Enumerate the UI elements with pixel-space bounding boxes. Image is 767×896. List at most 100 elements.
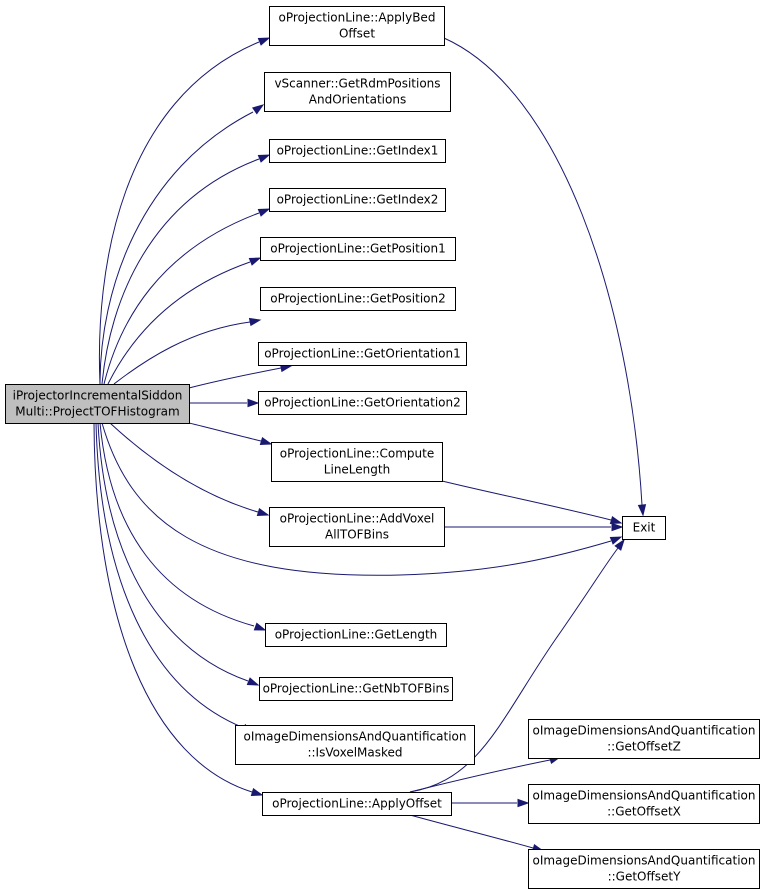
arrowhead-root-to-pos1 (248, 257, 262, 266)
node-masked[interactable]: oImageDimensionsAndQuantification::IsVox… (235, 725, 475, 765)
node-label: ::GetOffsetX (607, 805, 681, 819)
edge-root-to-idx2 (103, 212, 260, 385)
node-label: ::GetOffsetZ (607, 740, 681, 754)
node-box[interactable] (264, 72, 451, 112)
node-label: oProjectionLine::Compute (280, 447, 435, 461)
node-pos2[interactable]: oProjectionLine::GetPosition2 (260, 287, 456, 311)
arrowhead-root-to-exit (609, 536, 623, 545)
arrowhead-root-to-pos2 (248, 317, 262, 327)
arrowhead-root-to-addvox (256, 507, 270, 517)
arrowhead-root-to-complen (259, 436, 273, 446)
node-box[interactable] (260, 287, 456, 311)
node-label: oImageDimensionsAndQuantification (533, 854, 756, 868)
node-box[interactable] (258, 342, 467, 366)
node-label: oProjectionLine::GetPosition2 (270, 292, 446, 306)
arrowhead-root-to-nbtof (246, 677, 260, 686)
node-idx2[interactable]: oProjectionLine::GetIndex2 (269, 188, 446, 212)
arrowhead-applyoff-to-offx (517, 798, 530, 808)
edge-complen-to-exit (441, 480, 612, 521)
node-label: oImageDimensionsAndQuantification (244, 730, 467, 744)
node-box[interactable] (269, 507, 445, 547)
arrowhead-root-to-applyoff (250, 787, 264, 797)
node-box[interactable] (528, 849, 760, 889)
edge-root-to-getlen (99, 422, 255, 627)
node-box[interactable] (528, 719, 760, 759)
node-box[interactable] (622, 516, 666, 540)
edge-root-to-nbtof (97, 422, 249, 682)
node-box[interactable] (269, 6, 445, 46)
node-label: Offset (339, 27, 375, 41)
node-box[interactable] (5, 384, 190, 424)
node-label: oProjectionLine::GetNbTOFBins (263, 682, 450, 696)
edge-applyoff-to-offy (409, 814, 534, 849)
edge-root-to-masked (95, 422, 245, 729)
node-label: AndOrientations (309, 93, 406, 107)
edge-root-to-exit (101, 422, 612, 576)
node-label: oProjectionLine::GetIndex2 (277, 193, 439, 207)
node-label: Exit (633, 521, 656, 535)
arrowhead-applybed-to-exit (637, 504, 647, 517)
node-ori2[interactable]: oProjectionLine::GetOrientation2 (258, 391, 467, 415)
edge-root-to-complen (188, 422, 262, 442)
node-label: oProjectionLine::GetIndex1 (277, 144, 439, 158)
arrowhead-addvox-to-exit (611, 522, 624, 532)
node-label: Multi::ProjectTOFHistogram (15, 405, 179, 419)
node-offy[interactable]: oImageDimensionsAndQuantification::GetOf… (528, 849, 760, 889)
arrowhead-root-to-ori2 (247, 398, 260, 408)
node-getlen[interactable]: oProjectionLine::GetLength (265, 623, 447, 647)
node-label: vScanner::GetRdmPositions (274, 77, 440, 91)
node-label: oProjectionLine::GetOrientation2 (264, 396, 461, 410)
edge-root-to-addvox (109, 422, 259, 513)
node-box[interactable] (269, 188, 446, 212)
node-label: iProjectorIncrementalSiddon (13, 389, 183, 403)
node-box[interactable] (235, 725, 475, 765)
edge-root-to-idx1 (101, 158, 260, 385)
node-ori1[interactable]: oProjectionLine::GetOrientation1 (258, 342, 467, 366)
node-label: oImageDimensionsAndQuantification (533, 724, 756, 738)
edge-root-to-applybed (98, 41, 260, 385)
node-box[interactable] (262, 792, 452, 816)
node-label: oProjectionLine::GetOrientation1 (264, 347, 461, 361)
node-label: oProjectionLine::AddVoxel (280, 512, 435, 526)
node-label: AllTOFBins (325, 528, 389, 542)
node-label: oProjectionLine::ApplyOffset (272, 797, 442, 811)
node-applyoff[interactable]: oProjectionLine::ApplyOffset (262, 792, 452, 816)
arrowhead-root-to-getlen (253, 622, 267, 631)
nodes-layer: iProjectorIncrementalSiddonMulti::Projec… (5, 6, 760, 889)
edge-applyoff-to-exit (409, 547, 619, 793)
edge-applyoff-to-offz (409, 759, 551, 793)
edge-root-to-applyoff (93, 422, 253, 793)
edge-applybed-to-exit (443, 37, 643, 506)
node-box[interactable] (260, 237, 456, 261)
node-box[interactable] (259, 677, 453, 701)
node-nbtof[interactable]: oProjectionLine::GetNbTOFBins (259, 677, 453, 701)
node-offx[interactable]: oImageDimensionsAndQuantification::GetOf… (528, 784, 760, 824)
node-exit[interactable]: Exit (622, 516, 666, 540)
node-label: LineLength (324, 463, 390, 477)
arrowhead-root-to-applybed (257, 37, 271, 46)
node-box[interactable] (269, 139, 446, 163)
edges-layer (93, 37, 647, 853)
node-box[interactable] (528, 784, 760, 824)
arrowhead-complen-to-exit (609, 515, 623, 525)
edge-root-to-pos1 (107, 261, 251, 385)
arrowhead-applyoff-to-exit (614, 538, 625, 551)
node-label: ::GetOffsetY (608, 870, 682, 884)
edge-root-to-pos2 (113, 321, 251, 385)
node-offz[interactable]: oImageDimensionsAndQuantification::GetOf… (528, 719, 760, 759)
node-label: oProjectionLine::GetPosition1 (270, 242, 446, 256)
edge-root-to-getrdm (99, 111, 254, 385)
node-box[interactable] (265, 623, 447, 647)
arrowhead-root-to-idx1 (257, 154, 271, 163)
node-idx1[interactable]: oProjectionLine::GetIndex1 (269, 139, 446, 163)
node-label: ::IsVoxelMasked (307, 746, 402, 760)
node-root[interactable]: iProjectorIncrementalSiddonMulti::Projec… (5, 384, 190, 424)
node-label: oProjectionLine::GetLength (275, 628, 438, 642)
node-box[interactable] (258, 391, 467, 415)
node-pos1[interactable]: oProjectionLine::GetPosition1 (260, 237, 456, 261)
node-box[interactable] (271, 442, 443, 482)
